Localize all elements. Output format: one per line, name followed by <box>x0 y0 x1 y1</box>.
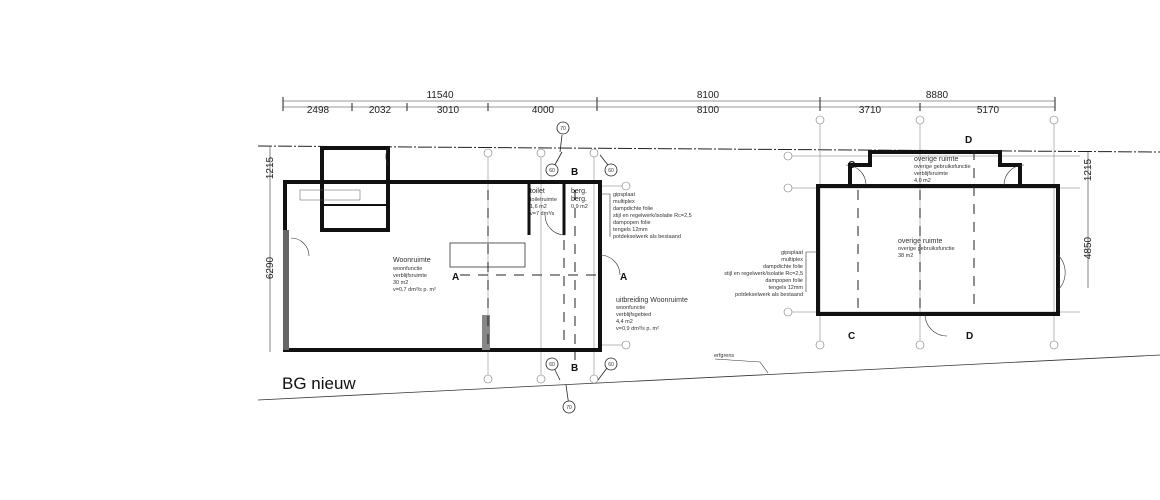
detail-bubbles <box>545 121 618 414</box>
svg-text:dampopen folie: dampopen folie <box>765 278 803 284</box>
dim-detail-3: 3010 <box>437 105 460 116</box>
dim-right-2: 4850 <box>1083 236 1094 259</box>
dim-detail-6: 3710 <box>859 105 882 116</box>
svg-text:Woonruimte: Woonruimte <box>393 257 431 264</box>
section-mark-a-left: A <box>452 272 459 283</box>
svg-text:tengels 12mm: tengels 12mm <box>613 227 648 233</box>
grid-bubbles <box>483 115 1059 384</box>
svg-text:verblijfsruimte: verblijfsruimte <box>914 171 948 177</box>
dim-detail-4: 4000 <box>532 105 555 116</box>
svg-text:1,6 m2: 1,6 m2 <box>530 204 547 210</box>
section-mark-d-bottom: D <box>966 331 973 342</box>
wall-layers-right: gipsplaat multiplex dampdichte folie sti… <box>724 250 818 298</box>
detail-bubble-1: 70 <box>560 126 566 132</box>
building-right <box>816 150 1066 337</box>
svg-text:uitbreiding Woonruimte: uitbreiding Woonruimte <box>616 297 688 304</box>
svg-text:38 m2: 38 m2 <box>898 253 913 259</box>
svg-text:toiletruimte: toiletruimte <box>530 197 557 203</box>
svg-text:dampdichte folie: dampdichte folie <box>613 206 653 212</box>
detail-bubble-5: 60 <box>608 362 614 368</box>
svg-text:dampopen folie: dampopen folie <box>613 220 651 226</box>
dim-overall-2: 8100 <box>697 90 720 101</box>
dim-detail-5: 8100 <box>697 105 720 116</box>
svg-text:verblijfsgebied: verblijfsgebied <box>616 312 651 318</box>
section-mark-b-bottom: B <box>571 363 578 374</box>
svg-text:woonfunctie: woonfunctie <box>615 305 645 311</box>
detail-bubble-2: 60 <box>549 168 555 174</box>
svg-text:tengels 12mm: tengels 12mm <box>768 285 803 291</box>
property-lines <box>257 145 1160 401</box>
section-mark-a-right: A <box>620 272 627 283</box>
svg-text:gipsplaat: gipsplaat <box>613 192 635 198</box>
room-label-toilet: toilet toiletruimte 1,6 m2 v=7 dm³/s <box>530 188 557 217</box>
detail-bubble-3: 60 <box>608 168 614 174</box>
dim-overall-3: 8880 <box>926 90 949 101</box>
boundary-label: erfgrens <box>714 353 734 359</box>
svg-text:v=7 dm³/s: v=7 dm³/s <box>530 211 555 217</box>
room-label-woonruimte: Woonruimte woonfunctie verblijfsruimte 3… <box>392 257 436 293</box>
svg-text:berg.: berg. <box>571 196 587 203</box>
svg-text:stijl en regelwerk/isolatie Rc: stijl en regelwerk/isolatie Rc=2,5 <box>613 213 692 219</box>
grid-lines <box>487 123 1080 375</box>
dim-left-2: 6290 <box>265 256 276 279</box>
room-label-berg: berg. berg. 0,9 m2 <box>571 188 588 210</box>
dim-detail-7: 5170 <box>977 105 1000 116</box>
svg-text:multiplex: multiplex <box>781 257 803 263</box>
svg-text:stijl en regelwerk/isolatie Rc: stijl en regelwerk/isolatie Rc=2,5 <box>724 271 803 277</box>
svg-text:overige ruimte: overige ruimte <box>914 156 958 163</box>
svg-text:4,0 m2: 4,0 m2 <box>914 178 931 184</box>
svg-text:overige gebruiksfunctie: overige gebruiksfunctie <box>898 246 955 252</box>
wall-layers-left: gipsplaat multiplex dampdichte folie sti… <box>600 192 692 240</box>
section-mark-d-top: D <box>965 135 972 146</box>
section-mark-b-top: B <box>571 167 578 178</box>
svg-text:4,4 m2: 4,4 m2 <box>616 319 633 325</box>
svg-text:verblijfsruimte: verblijfsruimte <box>393 273 427 279</box>
dim-right-1: 1215 <box>1083 158 1094 181</box>
room-label-overige-groot: overige ruimte overige gebruiksfunctie 3… <box>898 238 955 259</box>
detail-bubble-6: 70 <box>566 405 572 411</box>
svg-text:v=0,7 dm³/s p. m²: v=0,7 dm³/s p. m² <box>393 287 436 293</box>
svg-text:toilet: toilet <box>530 188 545 195</box>
svg-text:potdekselwerk als bestaand: potdekselwerk als bestaand <box>613 234 681 240</box>
section-marks: A A B B C C D D <box>452 135 973 374</box>
svg-text:potdekselwerk als bestaand: potdekselwerk als bestaand <box>735 292 803 298</box>
svg-text:gipsplaat: gipsplaat <box>781 250 803 256</box>
svg-text:30 m2: 30 m2 <box>393 280 408 286</box>
dim-left-1: 1215 <box>265 156 276 179</box>
detail-bubble-4: 60 <box>549 362 555 368</box>
svg-text:berg.: berg. <box>571 188 587 195</box>
svg-text:woonfunctie: woonfunctie <box>392 266 422 272</box>
dimension-lines <box>269 97 1089 352</box>
building-left <box>283 146 621 360</box>
svg-text:0,9 m2: 0,9 m2 <box>571 204 588 210</box>
dim-detail-1: 2498 <box>307 105 330 116</box>
dim-detail-2: 2032 <box>369 105 392 116</box>
svg-text:multiplex: multiplex <box>613 199 635 205</box>
svg-text:v=0,9 dm³/s p. m²: v=0,9 dm³/s p. m² <box>616 326 659 332</box>
drawing-title: BG nieuw <box>282 374 356 393</box>
svg-text:overige gebruiksfunctie: overige gebruiksfunctie <box>914 164 971 170</box>
section-mark-c-bottom: C <box>848 331 855 342</box>
svg-text:dampdichte folie: dampdichte folie <box>763 264 803 270</box>
svg-text:overige ruimte: overige ruimte <box>898 238 942 245</box>
dim-overall-1: 11540 <box>426 90 454 101</box>
section-mark-c-top: C <box>848 160 855 171</box>
room-label-overige-klein: overige ruimte overige gebruiksfunctie v… <box>914 156 971 184</box>
room-label-uitbreiding: uitbreiding Woonruimte woonfunctie verbl… <box>615 297 688 332</box>
